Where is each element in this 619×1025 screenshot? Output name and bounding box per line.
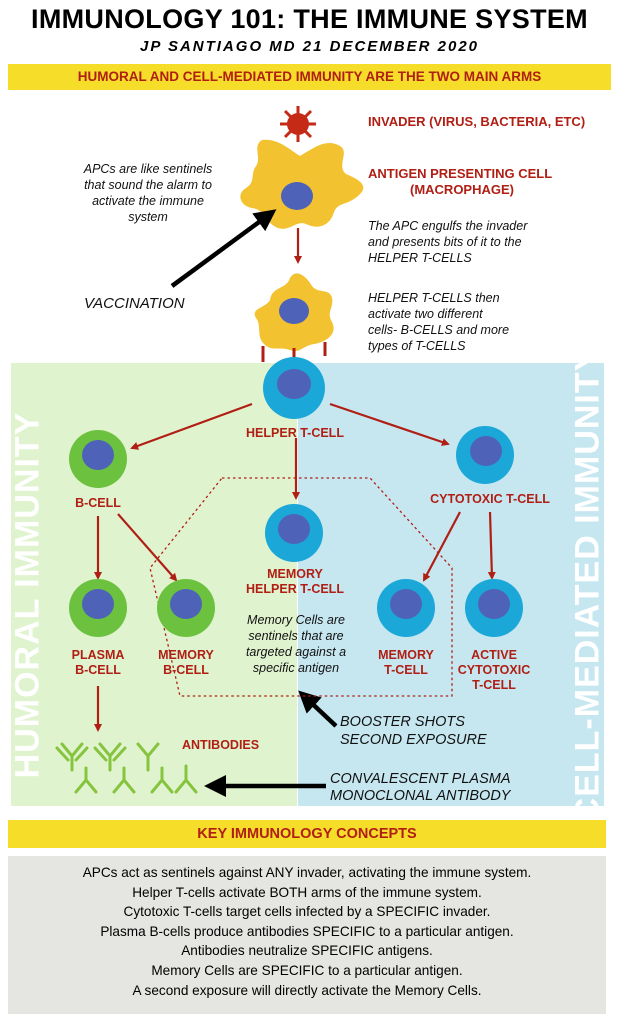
memory-b-cell-icon xyxy=(157,579,215,637)
key-concept-item: A second exposure will directly activate… xyxy=(132,982,482,998)
key-concept-item: Cytotoxic T-cells target cells infected … xyxy=(123,904,491,920)
memory-helper-t-cell-label: MEMORY HELPER T-CELL xyxy=(246,567,344,596)
apc-label-sub: (MACROPHAGE) xyxy=(410,182,514,197)
helper-t-cell-icon xyxy=(263,357,325,419)
memory-helper-t-cell-icon xyxy=(265,504,323,562)
memory-b-cell-label: MEMORY B-CELL xyxy=(158,648,214,677)
booster-shots-note: BOOSTER SHOTS SECOND EXPOSURE xyxy=(340,714,487,748)
vaccination-arrow xyxy=(170,209,277,288)
key-concept-item: Memory Cells are SPECIFIC to a particula… xyxy=(151,962,463,978)
memory-t-cell-label: MEMORY T-CELL xyxy=(378,648,434,677)
convalescent-plasma-note: CONVALESCENT PLASMA MONOCLONAL ANTIBODY xyxy=(330,771,511,804)
memory-cells-region xyxy=(149,477,453,697)
booster-arrow xyxy=(298,690,338,728)
memory-cells-note: Memory Cells are sentinels that are targ… xyxy=(245,613,347,675)
memory-t-cell-icon xyxy=(377,579,435,637)
cytotoxic-to-memory-t-arrow xyxy=(423,511,461,582)
b-cell-to-memory-b-arrow xyxy=(117,513,178,582)
activated-helper-cell-icon xyxy=(254,273,334,362)
helper-activate-note: HELPER T-CELLS then activate two differe… xyxy=(368,291,510,353)
b-cell-label: B-CELL xyxy=(75,496,121,510)
humoral-immunity-panel xyxy=(11,363,297,806)
cell-mediated-immunity-panel xyxy=(298,363,604,806)
arms-banner: HUMORAL AND CELL-MEDIATED IMMUNITY ARE T… xyxy=(8,64,611,90)
key-concept-item: APCs act as sentinels against ANY invade… xyxy=(82,865,532,880)
page-title: IMMUNOLOGY 101: THE IMMUNE SYSTEM xyxy=(31,4,588,34)
cytotoxic-to-active-arrow xyxy=(487,511,496,580)
key-concept-item: Helper T-cells activate BOTH arms of the… xyxy=(132,884,482,900)
cytotoxic-t-cell-icon xyxy=(456,426,514,484)
key-concepts-title: KEY IMMUNOLOGY CONCEPTS xyxy=(8,820,606,848)
helper-to-cytotoxic-arrow xyxy=(329,402,450,446)
helper-to-b-cell-arrow xyxy=(130,402,253,450)
apc-sentinels-note: APCs are like sentinels that sound the a… xyxy=(83,162,213,224)
vaccination-label: VACCINATION xyxy=(84,295,185,312)
cytotoxic-t-cell-label: CYTOTOXIC T-CELL xyxy=(430,492,550,506)
active-cytotoxic-t-cell-icon xyxy=(465,579,523,637)
antibodies-label: ANTIBODIES xyxy=(182,738,260,752)
active-cytotoxic-t-cell-label: ACTIVE CYTOTOXIC T-CELL xyxy=(457,648,531,692)
apc-label: ANTIGEN PRESENTING CELL xyxy=(368,166,553,181)
helper-t-cell-label: HELPER T-CELL xyxy=(246,426,344,440)
plasma-b-cell-icon xyxy=(69,579,127,637)
key-concept-item: Antibodies neutralize SPECIFIC antigens. xyxy=(181,943,433,959)
invader-label: INVADER (VIRUS, BACTERIA, ETC) xyxy=(368,114,586,129)
page-subtitle: JP SANTIAGO MD 21 DECEMBER 2020 xyxy=(139,38,480,55)
plasma-b-cell-label: PLASMA B-CELL xyxy=(71,648,125,677)
b-cell-icon xyxy=(69,430,127,488)
macrophage-icon xyxy=(240,139,364,229)
apc-engulfs-note: The APC engulfs the invader and presents… xyxy=(368,219,528,265)
key-concept-item: Plasma B-cells produce antibodies SPECIF… xyxy=(100,923,514,939)
virus-icon xyxy=(280,106,316,142)
key-concepts-list: APCs act as sentinels against ANY invade… xyxy=(8,856,606,1014)
antibodies-icon xyxy=(55,742,198,794)
